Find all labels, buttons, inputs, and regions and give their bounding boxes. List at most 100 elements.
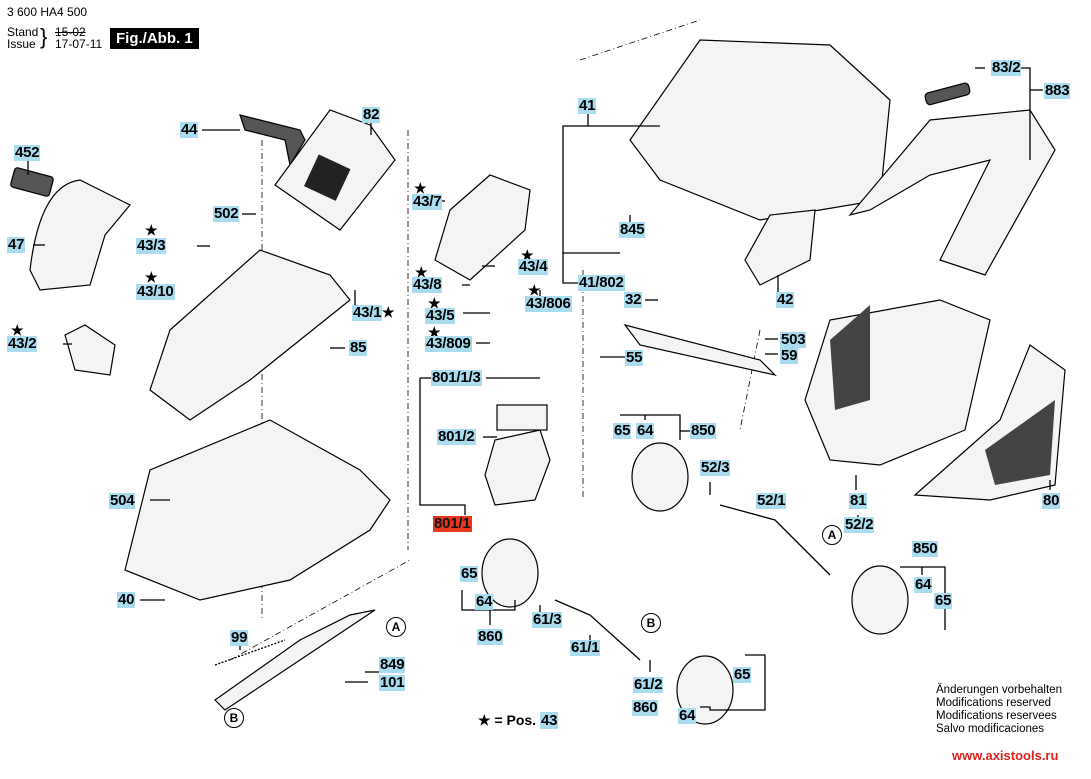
part-label-64[interactable]: 64 <box>475 593 494 610</box>
part-label-65[interactable]: 65 <box>733 666 752 683</box>
part-label-43-10[interactable]: 43/10 <box>136 283 175 300</box>
part-label-61-3[interactable]: 61/3 <box>532 611 563 628</box>
part-label-64[interactable]: 64 <box>636 422 655 439</box>
old-date: 15-02 <box>55 25 86 39</box>
axle-61-1 <box>554 599 641 661</box>
part-label-47[interactable]: 47 <box>7 236 26 253</box>
part-label-43-809[interactable]: 43/809 <box>425 335 472 352</box>
part-label-61-1[interactable]: 61/1 <box>570 639 601 656</box>
axle-52-1 <box>719 504 831 576</box>
part-label-42[interactable]: 42 <box>776 291 795 308</box>
part-label-452[interactable]: 452 <box>14 144 41 161</box>
website-link[interactable]: www.axistools.ru <box>952 748 1059 763</box>
part-label-43-7[interactable]: 43/7 <box>412 193 443 210</box>
part-label-43-2[interactable]: 43/2 <box>7 335 38 352</box>
part-43-7-cover <box>434 174 531 281</box>
part-label-504[interactable]: 504 <box>109 492 136 509</box>
star-marker: ★ <box>382 304 395 320</box>
callout-a: A <box>386 617 406 637</box>
part-label-65[interactable]: 65 <box>460 565 479 582</box>
star-marker: ★ <box>528 282 541 298</box>
part-label-860[interactable]: 860 <box>632 699 659 716</box>
figure-label: Fig./Abb. 1 <box>110 28 199 49</box>
part-label-85[interactable]: 85 <box>349 339 368 356</box>
part-label-83-2[interactable]: 83/2 <box>991 59 1022 76</box>
part-label-801-2[interactable]: 801/2 <box>437 428 476 445</box>
part-label-503[interactable]: 503 <box>780 331 807 348</box>
star-marker: ★ <box>521 247 534 263</box>
part-label-845[interactable]: 845 <box>619 221 646 238</box>
part-label-43-3[interactable]: 43/3 <box>136 237 167 254</box>
wheel-860-front-right <box>676 655 734 725</box>
wheel-850-rear-right <box>851 565 909 635</box>
issue-date: 17-07-11 <box>55 37 103 51</box>
callout-b: B <box>224 708 244 728</box>
legend-text: ★ = Pos. <box>478 712 537 728</box>
part-801-2-board <box>496 404 548 431</box>
part-label-40[interactable]: 40 <box>117 591 136 608</box>
part-label-81[interactable]: 81 <box>849 492 868 509</box>
part-83-2-grip <box>924 82 971 106</box>
part-99-spring <box>214 639 286 666</box>
modifications-note: Änderungen vorbehalten Modifications res… <box>936 684 1062 736</box>
legend-pos-label: 43 <box>539 712 559 729</box>
part-label-43-1[interactable]: 43/1 <box>352 304 383 321</box>
part-label-43-5[interactable]: 43/5 <box>425 307 456 324</box>
part-43-1-frame <box>149 249 351 421</box>
part-849-lever <box>214 609 376 711</box>
brace: } <box>40 24 48 49</box>
star-legend: ★ = Pos. 43 <box>478 712 559 729</box>
star-marker: ★ <box>414 180 427 196</box>
part-label-59[interactable]: 59 <box>780 347 799 364</box>
part-label-82[interactable]: 82 <box>362 106 381 123</box>
part-label-52-1[interactable]: 52/1 <box>756 492 787 509</box>
part-label-44[interactable]: 44 <box>180 121 199 138</box>
part-label-64[interactable]: 64 <box>678 707 697 724</box>
part-label-860[interactable]: 860 <box>477 628 504 645</box>
note-line: Modifications reservees <box>936 710 1057 722</box>
part-label-80[interactable]: 80 <box>1042 492 1061 509</box>
part-label-99[interactable]: 99 <box>230 629 249 646</box>
part-label-41-802[interactable]: 41/802 <box>578 274 625 291</box>
part-801-1-motor <box>484 429 551 506</box>
part-43-2 <box>64 324 116 376</box>
callout-b: B <box>641 613 661 633</box>
note-line: Salvo modificaciones <box>936 723 1045 735</box>
part-81-grass-box <box>804 299 991 466</box>
assembly-line <box>739 329 761 431</box>
wheel-850-rear-left <box>631 442 689 512</box>
mesh <box>830 305 870 410</box>
keypad <box>303 154 351 201</box>
part-label-65[interactable]: 65 <box>934 592 953 609</box>
part-label-41[interactable]: 41 <box>578 97 597 114</box>
part-label-55[interactable]: 55 <box>625 349 644 366</box>
part-label-43-4[interactable]: 43/4 <box>518 258 549 275</box>
part-452-badge <box>10 167 54 197</box>
part-label-850[interactable]: 850 <box>912 540 939 557</box>
part-label-61-2[interactable]: 61/2 <box>633 676 664 693</box>
part-label-32[interactable]: 32 <box>624 291 643 308</box>
issue-label: Issue <box>7 37 36 51</box>
part-label-43-806[interactable]: 43/806 <box>525 295 572 312</box>
part-label-64[interactable]: 64 <box>914 576 933 593</box>
wheel-860-front-left <box>481 538 539 608</box>
part-label-801-1-3[interactable]: 801/1/3 <box>431 369 482 386</box>
part-label-850[interactable]: 850 <box>690 422 717 439</box>
part-label-801-1-highlighted[interactable]: 801/1 <box>433 515 472 532</box>
note-line: Modifications reserved <box>936 697 1052 709</box>
mesh <box>985 400 1055 485</box>
part-label-101[interactable]: 101 <box>379 674 406 691</box>
star-marker: ★ <box>11 322 24 338</box>
part-label-52-2[interactable]: 52/2 <box>844 516 875 533</box>
part-label-849[interactable]: 849 <box>379 656 406 673</box>
note-line: Änderungen vorbehalten <box>936 684 1062 696</box>
star-marker: ★ <box>428 295 441 311</box>
part-label-52-3[interactable]: 52/3 <box>700 459 731 476</box>
part-number: 3 600 HA4 500 <box>7 5 88 19</box>
part-label-883[interactable]: 883 <box>1044 82 1071 99</box>
part-label-43-8[interactable]: 43/8 <box>412 276 443 293</box>
part-label-502[interactable]: 502 <box>213 205 240 222</box>
part-47-cover <box>29 179 131 291</box>
part-label-65[interactable]: 65 <box>613 422 632 439</box>
